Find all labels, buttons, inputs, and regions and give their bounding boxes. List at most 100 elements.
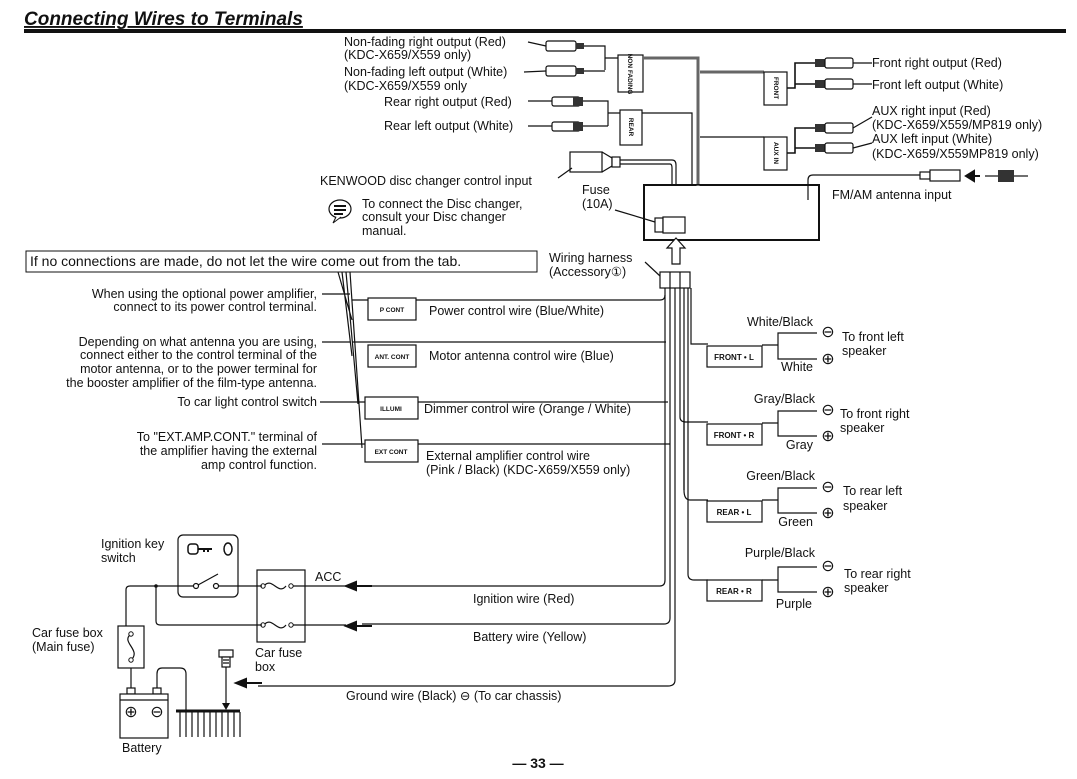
battery-wire-label: Battery wire (Yellow) bbox=[473, 630, 586, 644]
input-label: AUX left input (White) bbox=[872, 132, 992, 146]
ground-screw-icon bbox=[218, 649, 234, 710]
harness-wire-bundle bbox=[664, 288, 692, 620]
svg-text:FRONT • R: FRONT • R bbox=[714, 431, 755, 440]
fuse-label: Fuse bbox=[582, 183, 610, 197]
ground-wire-label: Ground wire (Black) ⊖ (To car chassis) bbox=[346, 689, 561, 703]
harness-socket bbox=[662, 216, 686, 234]
ignition-key-label: Ignition key bbox=[101, 537, 165, 551]
warning-box bbox=[25, 250, 538, 273]
main-fuse-label: (Main fuse) bbox=[32, 640, 95, 654]
harness-label: Wiring harness bbox=[549, 251, 632, 265]
control-wire-note: connect to its power control terminal. bbox=[113, 300, 317, 314]
ext-cont-tag bbox=[364, 439, 419, 463]
speaker-group-rear-right: REAR • R Purple/Black Purple ⊖ ⊕ To rear… bbox=[687, 546, 911, 611]
plus-terminal-icon: ⊕ bbox=[821, 351, 834, 368]
svg-text:NON FADING: NON FADING bbox=[626, 54, 633, 95]
harness-connector bbox=[659, 271, 691, 289]
antenna-plug-icon bbox=[985, 170, 1028, 182]
rca-plug-icon bbox=[523, 40, 584, 132]
fuse-label: (10A) bbox=[582, 197, 613, 211]
svg-text:To front left: To front left bbox=[842, 330, 904, 344]
svg-text:⊕: ⊕ bbox=[124, 704, 137, 721]
page-title: Connecting Wires to Terminals bbox=[24, 9, 303, 30]
output-label: Non-fading right output (Red) bbox=[344, 35, 506, 49]
ignition-wire-label: Ignition wire (Red) bbox=[473, 592, 574, 606]
svg-text:P CONT: P CONT bbox=[380, 307, 404, 314]
control-wire-note: motor antenna, or to the power terminal … bbox=[80, 362, 317, 376]
svg-text:ANT. CONT: ANT. CONT bbox=[375, 354, 410, 361]
svg-text:speaker: speaker bbox=[843, 499, 887, 513]
title-rule bbox=[24, 29, 1066, 33]
fuse-icon bbox=[263, 621, 287, 629]
speech-bubble-icon bbox=[328, 199, 352, 224]
minus-terminal-icon: ⊖ bbox=[821, 558, 834, 575]
car-fuse-box bbox=[256, 569, 306, 643]
non-fading-block bbox=[617, 54, 644, 93]
p-cont-tag bbox=[367, 297, 417, 321]
svg-text:EXT CONT: EXT CONT bbox=[375, 449, 408, 456]
svg-text:ILLUMI: ILLUMI bbox=[380, 406, 402, 413]
fuse-icon bbox=[263, 582, 287, 590]
page-number: — 33 — bbox=[512, 755, 563, 771]
svg-text:To rear right: To rear right bbox=[844, 567, 911, 581]
plus-terminal-icon: ⊕ bbox=[821, 505, 834, 522]
input-label: (KDC-X659/X559MP819 only) bbox=[872, 147, 1039, 161]
svg-text:Purple: Purple bbox=[776, 597, 812, 611]
arrow-left-icon bbox=[964, 169, 980, 183]
tab-lines bbox=[337, 271, 363, 449]
input-label: AUX right input (Red) bbox=[872, 104, 991, 118]
svg-text:⊖: ⊖ bbox=[150, 704, 163, 721]
svg-text:Green: Green bbox=[778, 515, 813, 529]
svg-text:REAR • R: REAR • R bbox=[716, 587, 752, 596]
svg-text:FRONT: FRONT bbox=[772, 77, 779, 99]
rear-block bbox=[619, 109, 643, 146]
antenna-label: FM/AM antenna input bbox=[832, 188, 952, 202]
disc-changer-label: KENWOOD disc changer control input bbox=[320, 174, 532, 188]
fuse-icon bbox=[127, 633, 135, 661]
arrow-left-icon bbox=[343, 620, 372, 632]
fuse-icon bbox=[654, 217, 664, 233]
control-wire-label: Motor antenna control wire (Blue) bbox=[429, 349, 614, 363]
minus-terminal-icon: ⊖ bbox=[821, 479, 834, 496]
svg-text:Green/Black: Green/Black bbox=[746, 469, 816, 483]
control-wire-label: Power control wire (Blue/White) bbox=[429, 304, 604, 318]
svg-text:Purple/Black: Purple/Black bbox=[745, 546, 816, 560]
svg-text:speaker: speaker bbox=[842, 344, 886, 358]
output-label: Rear left output (White) bbox=[384, 119, 513, 133]
svg-text:speaker: speaker bbox=[844, 581, 888, 595]
svg-text:REAR: REAR bbox=[627, 118, 634, 137]
control-wire-note: Depending on what antenna you are using, bbox=[79, 335, 317, 349]
speaker-group-front-left: FRONT • L White/Black White ⊖ ⊕ To front… bbox=[690, 315, 904, 374]
arrow-left-icon bbox=[233, 677, 262, 689]
svg-text:FRONT • L: FRONT • L bbox=[714, 353, 754, 362]
output-label: Front right output (Red) bbox=[872, 56, 1002, 70]
output-label: (KDC-X659/X559 only bbox=[344, 79, 468, 93]
arrow-left-icon bbox=[343, 580, 372, 592]
control-wire-note: the amplifier having the external bbox=[140, 444, 317, 458]
svg-text:AUX IN: AUX IN bbox=[772, 142, 779, 164]
output-label: Front left output (White) bbox=[872, 78, 1003, 92]
insert-arrow-icon bbox=[665, 237, 687, 265]
main-fuse-label: Car fuse box bbox=[32, 626, 104, 640]
warning-text: If no connections are made, do not let t… bbox=[30, 253, 461, 269]
chassis-ground-icon bbox=[176, 709, 241, 737]
disc-changer-connector-icon bbox=[557, 151, 677, 190]
svg-text:To front right: To front right bbox=[840, 407, 910, 421]
svg-text:White/Black: White/Black bbox=[747, 315, 814, 329]
car-fuse-box-label: box bbox=[255, 660, 276, 674]
speaker-group-rear-left: REAR • L Green/Black Green ⊖ ⊕ To rear l… bbox=[683, 469, 903, 529]
disc-changer-note: consult your Disc changer bbox=[362, 210, 506, 224]
control-wire-note: To "EXT.AMP.CONT." terminal of bbox=[137, 430, 318, 444]
svg-text:White: White bbox=[781, 360, 813, 374]
disc-changer-note: manual. bbox=[362, 224, 406, 238]
battery-label: Battery bbox=[122, 741, 162, 755]
battery-icon: ⊕ ⊖ bbox=[119, 687, 169, 739]
speaker-group-front-right: FRONT • R Gray/Black Gray ⊖ ⊕ To front r… bbox=[679, 392, 910, 490]
svg-text:Gray: Gray bbox=[786, 438, 814, 452]
minus-terminal-icon: ⊖ bbox=[821, 324, 834, 341]
control-wire-note: the booster amplifier of the film-type a… bbox=[66, 376, 317, 390]
control-wire-label: (Pink / Black) (KDC-X659/X559 only) bbox=[426, 463, 630, 477]
acc-label: ACC bbox=[315, 570, 341, 584]
ant-cont-tag bbox=[367, 344, 417, 368]
